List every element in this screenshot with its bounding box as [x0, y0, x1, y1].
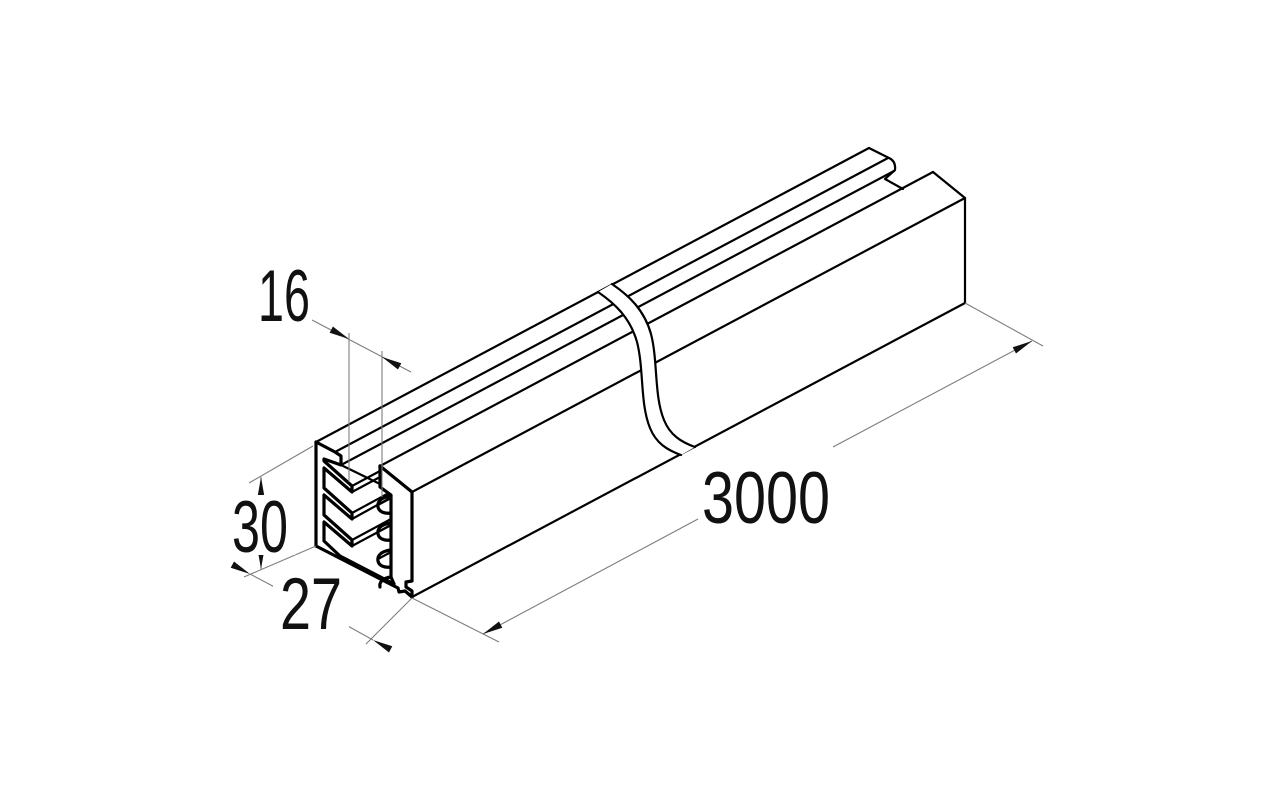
dimension-label-width: 27	[280, 564, 342, 645]
dimension-label-length: 3000	[702, 458, 830, 539]
dimension-label-height: 30	[232, 487, 288, 568]
dimension-label-slot-width: 16	[258, 256, 310, 337]
profile-far-end	[867, 146, 967, 305]
profile-cross-section	[314, 440, 414, 599]
dimension-labels: 16 30 27 3000	[225, 256, 830, 645]
break-symbol	[596, 282, 697, 457]
dimension-arrows	[230, 326, 1032, 653]
